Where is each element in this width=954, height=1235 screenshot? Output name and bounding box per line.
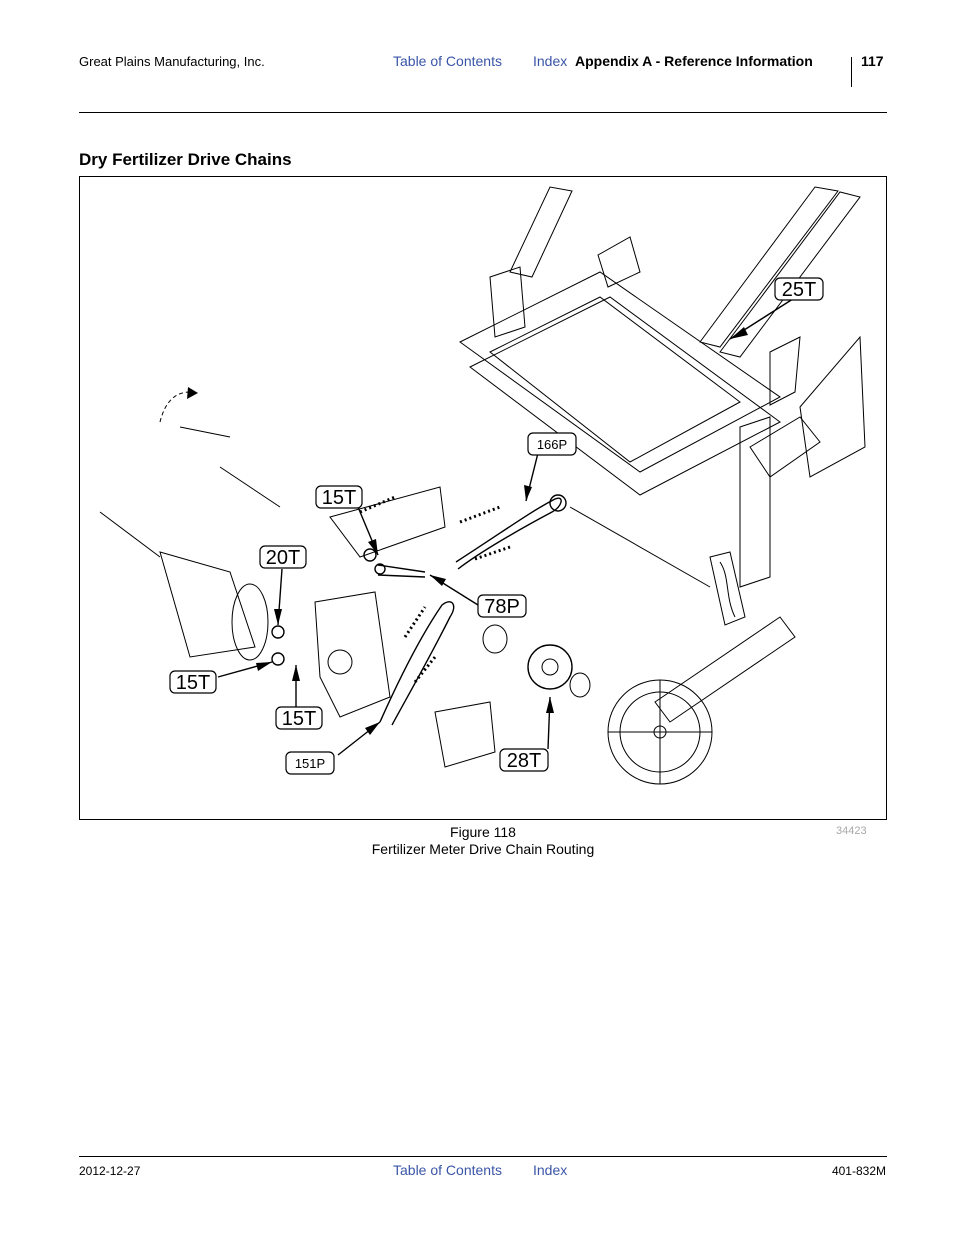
sprocket-28t-drawing (527, 644, 573, 690)
chain-166p-drawing (455, 497, 562, 570)
header-index-link[interactable]: Index (533, 53, 568, 69)
drive-shaft (569, 506, 711, 588)
figure-number: Figure 118 (450, 824, 516, 840)
callout-28t-text: 28T (507, 750, 541, 772)
callout-25t-text: 25T (782, 279, 816, 301)
callout-25t: 25T (774, 277, 824, 301)
footer-date: 2012-12-27 (79, 1164, 141, 1178)
callout-arrows (217, 296, 797, 756)
callout-15t-left: 15T (169, 670, 217, 694)
callout-78p-text: 78P (484, 596, 520, 618)
company-name: Great Plains Manufacturing, Inc. (79, 54, 265, 69)
drive-wheel-drawing (607, 551, 796, 785)
footer-toc-link[interactable]: Table of Contents (393, 1162, 502, 1178)
header-toc-link[interactable]: Table of Contents (393, 53, 502, 69)
callout-151p: 151P (285, 751, 335, 775)
callout-166p-text: 166P (537, 437, 567, 452)
callout-78p: 78P (477, 594, 527, 618)
section-name: Appendix A - Reference Information (575, 53, 813, 69)
header-rule (79, 112, 887, 113)
callout-166p: 166P (527, 432, 577, 456)
footer-rule (79, 1156, 887, 1157)
callout-15t-lower-text: 15T (282, 708, 316, 730)
footer-index-link[interactable]: Index (533, 1162, 568, 1178)
callout-15t-left-text: 15T (176, 672, 210, 694)
callout-151p-text: 151P (295, 756, 325, 771)
chain-routing-drawing: 25T 166P 15T 20T 78P 15T 15T 151P (99, 186, 866, 785)
header-divider (851, 57, 852, 87)
chain-151p-drawing (379, 601, 455, 726)
callout-15t-upper: 15T (315, 485, 363, 509)
figure-caption: Fertilizer Meter Drive Chain Routing (371, 841, 595, 857)
section-title: Dry Fertilizer Drive Chains (79, 150, 292, 169)
callout-15t-upper-text: 15T (322, 487, 356, 509)
footer-doc-number: 401-832M (831, 1164, 886, 1178)
callout-20t-text: 20T (266, 547, 300, 569)
page-number: 117 (861, 53, 884, 69)
toolbar-frame-drawing (459, 186, 866, 588)
meter-drawing (99, 426, 496, 768)
figure-frame: 25T 166P 15T 20T 78P 15T 15T 151P (79, 176, 887, 820)
callout-28t: 28T (499, 748, 549, 772)
callout-15t-lower: 15T (275, 706, 323, 730)
callout-20t: 20T (259, 545, 307, 569)
drawing-id: 34423 (836, 825, 867, 837)
